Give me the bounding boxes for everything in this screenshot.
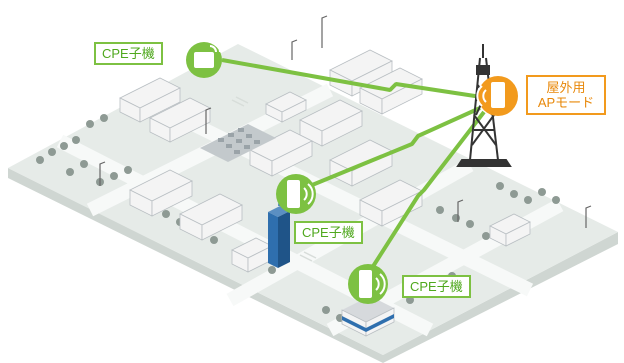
wifi-signal-icon <box>375 273 386 295</box>
buildings <box>119 49 531 273</box>
outdoor-ap-label-line1: 屋外用 <box>546 80 586 95</box>
wifi-signal-icon <box>476 85 487 107</box>
shop-building <box>341 296 395 337</box>
cpe-device-icon-2 <box>276 174 316 214</box>
trees <box>36 114 560 322</box>
cpe-device-icon-1 <box>186 41 222 78</box>
link-ap-to-cpe-3 <box>370 110 486 270</box>
link-ap-to-cpe-2 <box>299 106 481 192</box>
link-ap-to-cpe-1 <box>221 58 489 100</box>
wireless-links <box>221 58 489 270</box>
ap-device-icon <box>476 76 518 116</box>
wifi-signal-icon <box>303 183 314 205</box>
outdoor-ap-mode-label: 屋外用 APモード <box>526 75 606 115</box>
wifi-signal-icon <box>209 41 221 53</box>
crosswalks <box>231 96 317 262</box>
parking-lot <box>200 124 276 162</box>
cpe-child-label: CPE子機 <box>94 42 163 65</box>
outdoor-ap-label-line2: APモード <box>537 95 595 110</box>
cpe-child-label: CPE子機 <box>402 275 471 298</box>
cpe-device-icon-3 <box>348 264 388 304</box>
ground-plate-side <box>8 168 618 363</box>
street-lamps <box>99 15 592 228</box>
cpe-child-label: CPE子機 <box>294 221 363 244</box>
